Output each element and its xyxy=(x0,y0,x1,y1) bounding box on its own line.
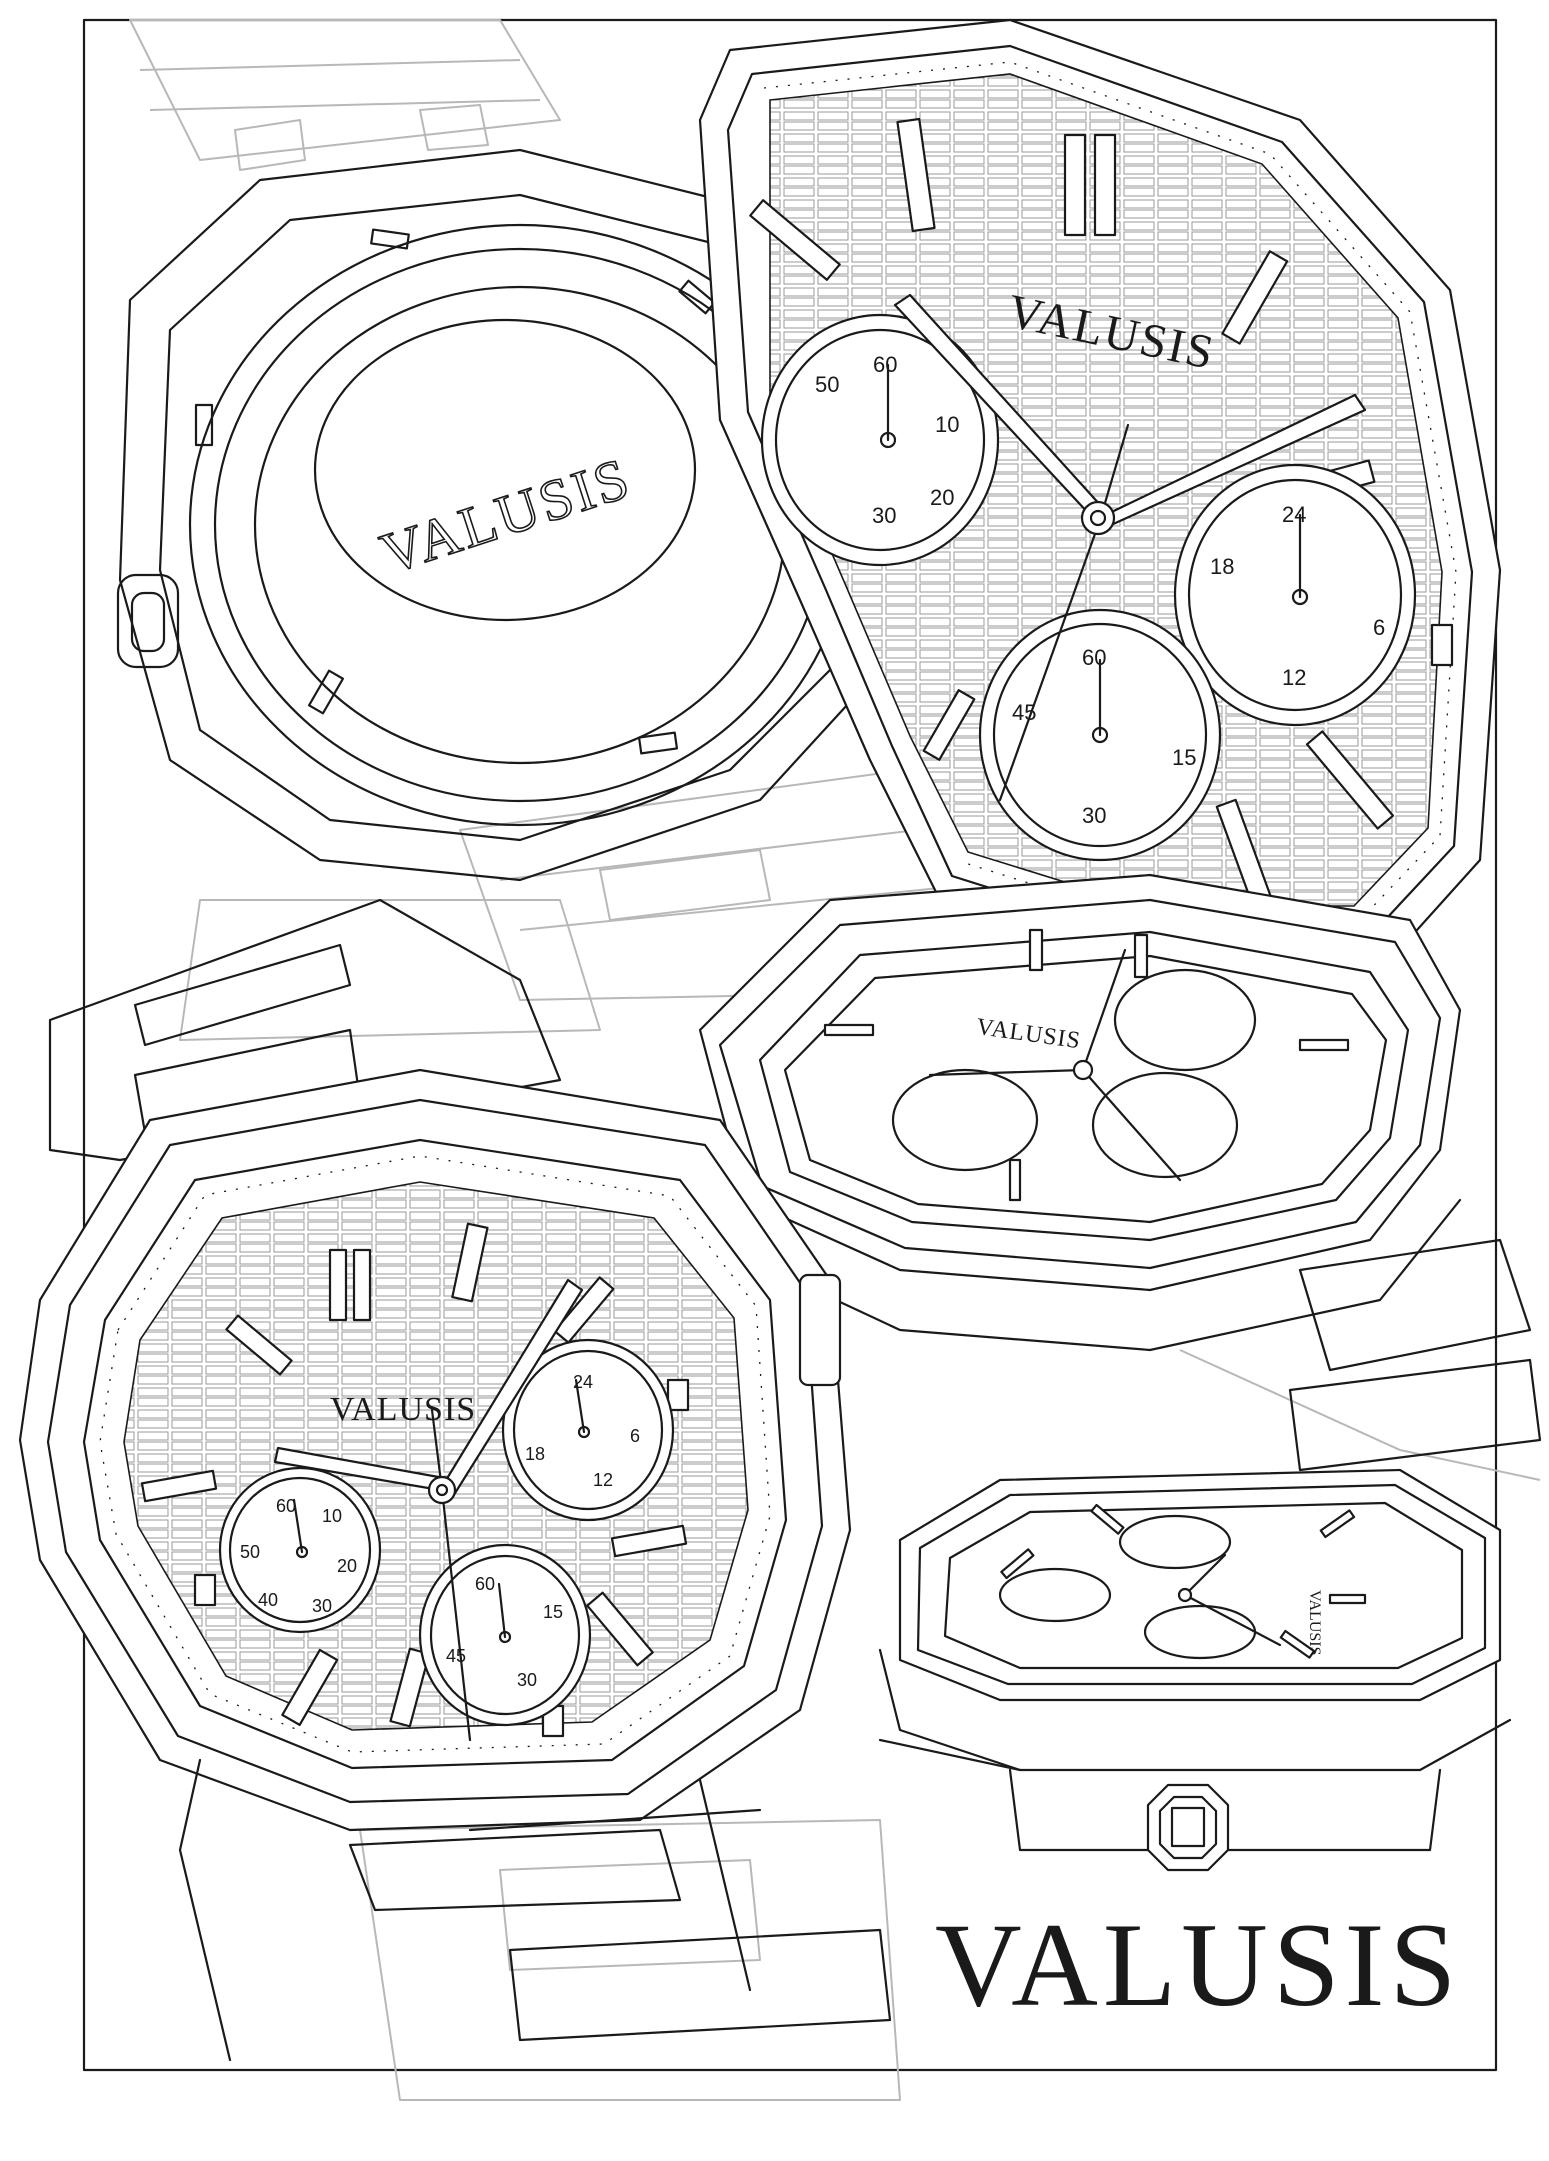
sub-l-30: 30 xyxy=(872,503,896,528)
front-watch: VALUSIS 60 10 20 30 40 50 24 6 12 18 60 … xyxy=(18,898,901,2101)
dial-logo-4: VALUSIS xyxy=(1306,1590,1323,1656)
caseback-engraving: VALUSIS xyxy=(373,445,639,587)
dial-closeup: VALUSIS 60 10 20 30 50 24 6 12 18 60 15 … xyxy=(698,18,1502,962)
sub-l-60: 60 xyxy=(873,352,897,377)
f-sub-l-20: 20 xyxy=(337,1556,357,1576)
sub-r-18: 18 xyxy=(1210,554,1234,579)
f-sub-b-30: 30 xyxy=(517,1670,537,1690)
sub-l-10: 10 xyxy=(935,412,959,437)
page-frame xyxy=(82,18,1498,2072)
f-sub-b-45: 45 xyxy=(446,1646,466,1666)
angled-watch: VALUSIS xyxy=(679,873,1542,1481)
crown-icon xyxy=(1146,1783,1230,1872)
f-sub-r-12: 12 xyxy=(593,1470,613,1490)
sub-l-20: 20 xyxy=(930,485,954,510)
f-sub-b-60: 60 xyxy=(475,1574,495,1594)
dial-logo-3: VALUSIS xyxy=(330,1391,476,1428)
f-sub-l-60: 60 xyxy=(276,1496,296,1516)
f-sub-b-15: 15 xyxy=(543,1602,563,1622)
f-sub-l-30: 30 xyxy=(312,1596,332,1616)
brand-wordmark: VALUSIS xyxy=(935,1898,1462,2031)
sub-b-60: 60 xyxy=(1082,645,1106,670)
f-sub-r-18: 18 xyxy=(525,1444,545,1464)
f-sub-l-10: 10 xyxy=(322,1506,342,1526)
f-sub-l-50: 50 xyxy=(240,1542,260,1562)
f-sub-r-6: 6 xyxy=(630,1426,640,1446)
sub-r-6: 6 xyxy=(1373,615,1385,640)
sub-r-12: 12 xyxy=(1282,665,1306,690)
sub-b-45: 45 xyxy=(1012,700,1036,725)
sub-b-15: 15 xyxy=(1172,745,1196,770)
sub-r-24: 24 xyxy=(1282,502,1306,527)
sub-b-30: 30 xyxy=(1082,803,1106,828)
side-watch: VALUSIS xyxy=(878,1468,1512,1872)
sub-l-50: 50 xyxy=(815,372,839,397)
f-sub-l-40: 40 xyxy=(258,1590,278,1610)
